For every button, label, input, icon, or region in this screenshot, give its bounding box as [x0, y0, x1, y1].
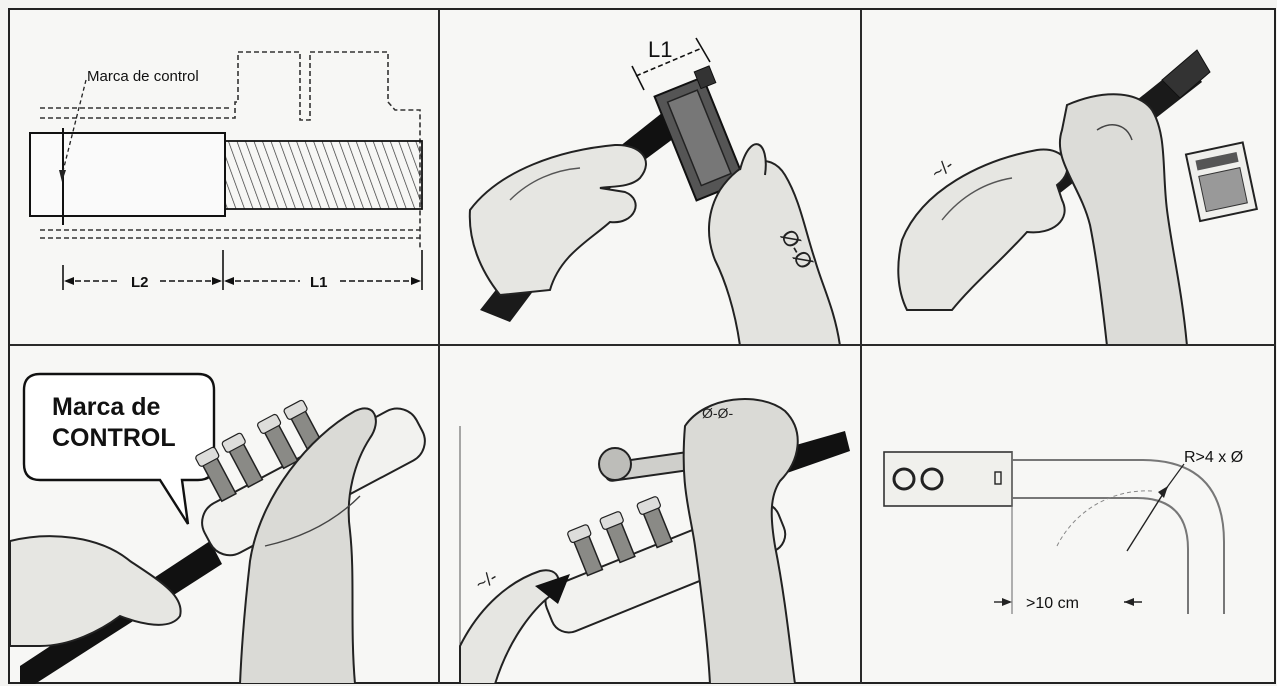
right-glove [708, 159, 841, 344]
connector-outline [40, 51, 421, 250]
connector-body [883, 451, 1013, 507]
clean-illustration: ~/- [897, 49, 1259, 344]
bolt-hole-2 [920, 467, 944, 491]
instruction-sheet: Marca de control L2 L1 [8, 8, 1276, 684]
callout-bubble [22, 372, 216, 525]
insert-illustration [10, 372, 426, 684]
panel-clean-conductor: ~/- [862, 10, 1276, 346]
panel-strip-cable-diagram: Marca de control L2 L1 [10, 10, 440, 346]
right-glove [238, 407, 377, 684]
glove-mark-icon: ~/- [928, 155, 957, 184]
left-glove [468, 143, 647, 297]
control-mark-leader [61, 79, 87, 176]
panel-bending-radius: R>4 x Ø >10 cm [862, 346, 1276, 684]
dimension-l2-label: L2 [131, 274, 149, 291]
right-glove [682, 398, 799, 684]
cable-insulation [29, 132, 226, 217]
left-glove [10, 535, 182, 647]
dimension-l1-label: L1 [310, 274, 328, 291]
exposed-conductor [224, 140, 423, 210]
l1-dimension [631, 37, 711, 91]
cable-outer-edge [1012, 459, 1225, 614]
tighten-illustration: ~/- Ø-Ø- [459, 398, 850, 684]
l1-label: L1 [648, 37, 672, 62]
radius-label: R>4 x Ø [1184, 449, 1243, 466]
panel-insert-to-control-mark: Marca de CONTROL [10, 346, 440, 684]
glove-logo-icon: Ø-Ø- [702, 405, 733, 421]
radius-leader [1126, 485, 1169, 552]
measure-illustration: L1 Ø-Ø [468, 37, 841, 344]
bolt-hole-1 [892, 467, 916, 491]
cleaning-pad-icon [1184, 141, 1259, 223]
right-glove [1058, 93, 1188, 344]
strip-diagram: Marca de control L2 L1 [29, 51, 423, 291]
bending-diagram: R>4 x Ø >10 cm [883, 449, 1243, 614]
distance-label: >10 cm [1026, 595, 1079, 612]
cable-inner-edge [1012, 497, 1189, 614]
control-mark-label: Marca de control [87, 68, 199, 85]
panel-measure-connector: L1 Ø-Ø [440, 10, 862, 346]
panel-tighten-bolts: ~/- Ø-Ø- [440, 346, 862, 684]
left-glove [897, 148, 1069, 311]
callout-line-1: Marca de [52, 393, 161, 421]
dimension-lines [62, 250, 423, 290]
callout-line-2: CONTROL [52, 424, 176, 452]
control-mark-callout: Marca de CONTROL [52, 392, 176, 454]
glove-mark-icon: ~/- [472, 566, 501, 594]
